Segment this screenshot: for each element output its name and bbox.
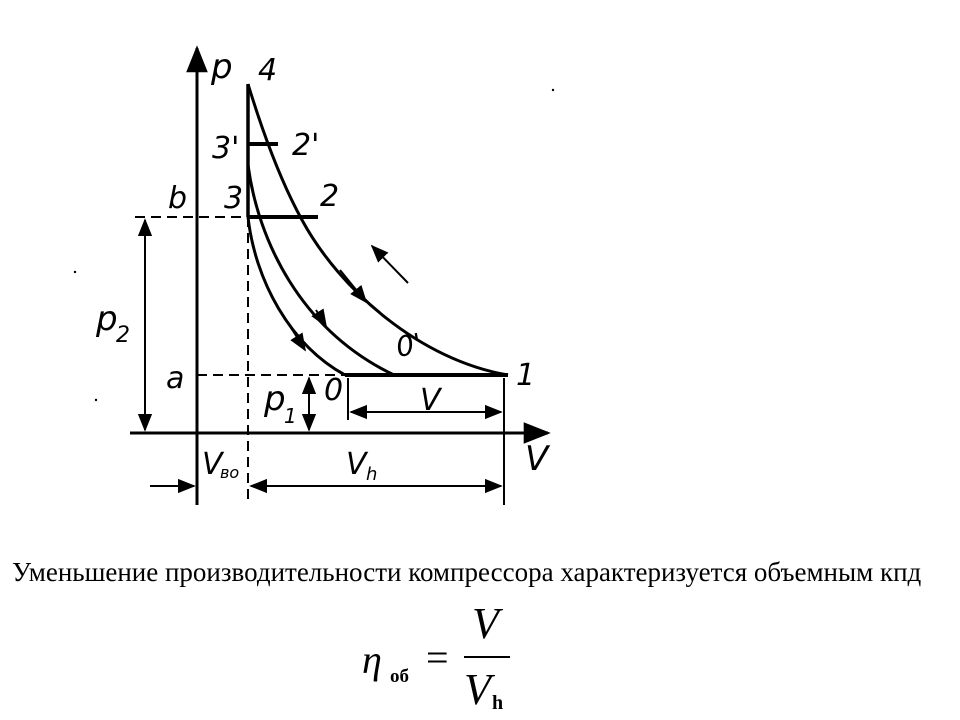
label-p1-sub: 1: [284, 404, 297, 428]
expansion-curve-3: [246, 216, 346, 377]
formula-denominator-subscript: h: [492, 692, 504, 714]
flow-arrow-compression: [370, 244, 409, 284]
formula-equals: =: [426, 635, 449, 680]
label-v-axis: V: [525, 439, 551, 479]
label-vdead: V: [202, 447, 225, 482]
stray-dot: [551, 88, 555, 92]
label-point-3prime: 3': [212, 131, 239, 166]
label-point-0prime: 0': [393, 327, 424, 364]
formula-numerator: V: [472, 599, 499, 648]
compression-curve-1-4: [246, 83, 509, 377]
formula-fraction-bar: [464, 656, 510, 658]
stray-dot: [73, 270, 77, 274]
label-point-2: 2: [320, 179, 339, 214]
pv-diagram: p 4 3' 2' b 3 2 p 2 0' a 0 1 p 1 V V V в…: [73, 45, 555, 505]
formula-eta-subscript: об: [390, 666, 409, 687]
flow-arrow-expansion-mid: [339, 269, 368, 304]
label-vdead-sub: во: [220, 463, 239, 482]
stray-dot: [94, 398, 98, 402]
label-point-b: b: [168, 181, 187, 216]
label-point-1: 1: [516, 358, 535, 393]
label-point-2prime: 2': [292, 128, 319, 163]
label-p-axis: p: [210, 47, 233, 87]
label-point-0: 0: [324, 373, 343, 408]
volumetric-efficiency-formula: η об = V V h: [360, 599, 530, 720]
label-p2: p: [95, 299, 118, 339]
label-p2-sub: 2: [116, 323, 130, 348]
expansion-curve-3prime: [246, 164, 395, 377]
flow-arrow-expansion-small: [311, 308, 327, 328]
label-v-dim: V: [420, 383, 443, 418]
formula-denominator: V: [464, 665, 491, 714]
caption-text: Уменьшение производительности компрессор…: [12, 557, 922, 587]
label-p1: p: [263, 379, 286, 419]
label-vh-sub: h: [366, 464, 377, 485]
label-point-3: 3: [224, 181, 243, 216]
flow-arrow-expansion-inner: [282, 314, 306, 352]
label-point-4: 4: [258, 53, 277, 88]
label-point-a: a: [166, 361, 184, 396]
formula-eta: η: [362, 637, 382, 682]
label-vh: V: [346, 447, 369, 482]
